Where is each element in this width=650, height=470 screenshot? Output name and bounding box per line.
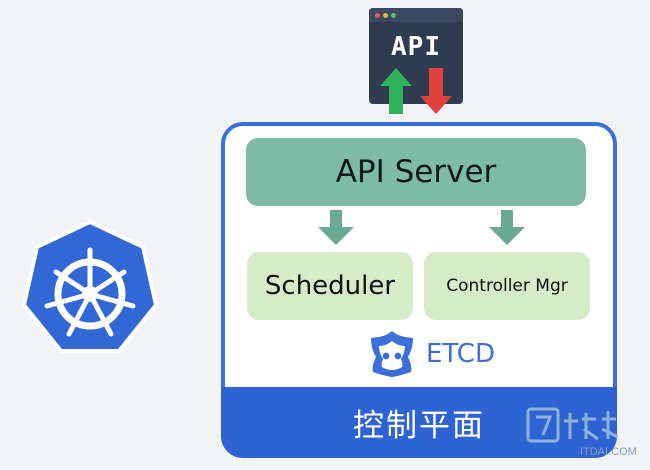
control-plane-footer: 控制平面: [221, 387, 617, 458]
window-dot-icon: [383, 13, 388, 18]
scheduler-box: Scheduler: [247, 252, 413, 320]
down-arrow-icon: [420, 68, 452, 114]
kubernetes-logo-icon: [22, 220, 158, 353]
window-dot-icon: [375, 13, 380, 18]
watermark-text: ITDAI.COM: [580, 446, 637, 458]
flow-arrow-icon: [489, 210, 525, 245]
watermark-logo-icon: [526, 407, 619, 443]
api-window-icon: API: [369, 8, 463, 104]
etcd-icon: [371, 331, 413, 377]
window-title-bar: [369, 8, 463, 22]
api-arrows-icon: [380, 68, 452, 114]
etcd-label: ETCD: [426, 339, 495, 369]
api-server-box: API Server: [246, 138, 586, 206]
api-label: API: [391, 32, 441, 62]
window-dot-icon: [391, 13, 396, 18]
flow-arrow-icon: [318, 210, 354, 245]
up-arrow-icon: [380, 68, 412, 114]
controller-mgr-box: Controller Mgr: [424, 252, 590, 320]
